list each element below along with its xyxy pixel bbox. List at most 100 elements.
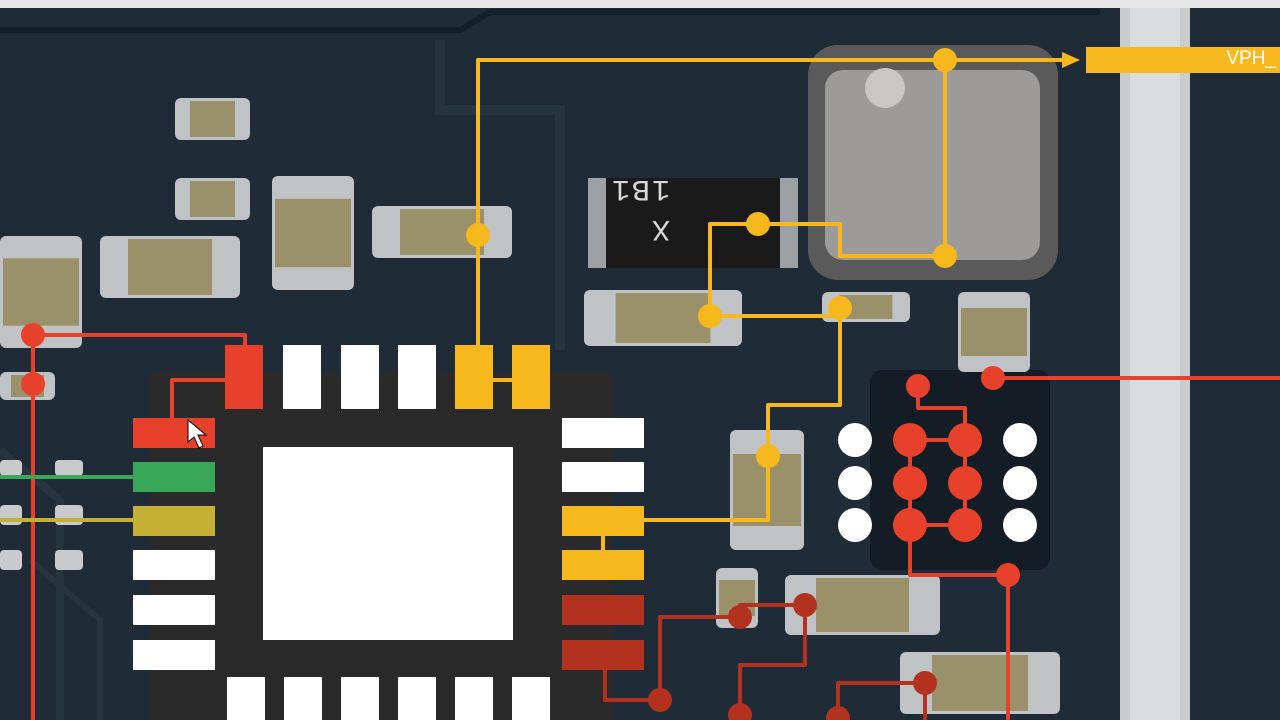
bga-ball xyxy=(948,423,982,457)
ic-pad xyxy=(341,345,379,409)
shield-rail-highlight xyxy=(1130,8,1180,720)
smd-component xyxy=(0,236,82,348)
bga-ball xyxy=(1003,508,1037,542)
net-junction-dot xyxy=(826,706,850,720)
inductor-top xyxy=(825,70,1040,260)
bga-ball xyxy=(893,423,927,457)
bga-balls xyxy=(838,423,1037,542)
component-body xyxy=(3,258,79,326)
ic-pad xyxy=(133,595,215,625)
component-body xyxy=(932,655,1028,711)
component-body xyxy=(275,198,351,268)
ic-pad xyxy=(283,345,321,409)
vph-net-label: VPH_ xyxy=(1226,48,1276,69)
bga-ball xyxy=(893,508,927,542)
smd-pad xyxy=(55,550,83,570)
diode-chip xyxy=(588,178,798,268)
smd-pad xyxy=(0,460,22,476)
smd-component xyxy=(372,206,512,258)
vph-net-bar xyxy=(1086,47,1280,73)
bga-ball xyxy=(838,466,872,500)
component-body xyxy=(190,101,235,137)
component-body xyxy=(961,308,1027,356)
diode-marking: X 1B1 xyxy=(609,171,670,245)
copper-trace xyxy=(435,40,565,350)
smd-component xyxy=(175,98,250,140)
ic-pad xyxy=(562,550,644,580)
component-body xyxy=(128,239,212,295)
ic-pad xyxy=(562,462,644,492)
net-junctions xyxy=(21,48,1020,720)
ic-pad xyxy=(225,345,263,409)
net-junction-dot xyxy=(981,366,1005,390)
net-junction-dot xyxy=(828,296,852,320)
ic-pad xyxy=(133,462,215,492)
smd-pad xyxy=(55,460,83,476)
vph-arrow-icon xyxy=(1062,52,1080,68)
diode-terminal xyxy=(588,178,606,268)
net-trace xyxy=(642,308,842,522)
smd-component xyxy=(100,236,240,298)
smd-component xyxy=(272,176,354,290)
ic-pad xyxy=(562,640,644,670)
board-right-strip xyxy=(1190,8,1280,720)
copper-trace xyxy=(28,557,103,720)
net-junction-dot xyxy=(21,323,45,347)
ic-pad xyxy=(455,345,493,409)
ic-pad xyxy=(227,677,265,720)
net-junction-dot xyxy=(728,703,752,720)
smd-pad xyxy=(0,550,22,570)
bga-ball xyxy=(948,466,982,500)
bga-ball xyxy=(948,508,982,542)
mouse-cursor-icon xyxy=(187,418,208,449)
ic-pad xyxy=(512,345,550,409)
net-junction-dot xyxy=(21,372,45,396)
net-junction-dot xyxy=(933,244,957,268)
ic-pad xyxy=(455,677,493,720)
ic-pad xyxy=(133,506,215,536)
ic-pad xyxy=(133,550,215,580)
smd-component xyxy=(584,290,742,346)
net-trace xyxy=(476,58,1062,380)
smd-component xyxy=(785,575,940,635)
ic-pad xyxy=(512,677,550,720)
ic-pad xyxy=(398,345,436,409)
window-top-edge xyxy=(0,0,1280,8)
net-junction-dot xyxy=(793,593,817,617)
component-body xyxy=(615,293,711,343)
smd-component xyxy=(900,652,1060,714)
pmic-thermal-pad xyxy=(263,447,513,640)
net-junction-dot xyxy=(466,223,490,247)
ic-pad xyxy=(341,677,379,720)
ic-pad xyxy=(398,677,436,720)
ic-pad xyxy=(562,595,644,625)
net-trace xyxy=(836,681,927,720)
bga-ball xyxy=(1003,423,1037,457)
net-junction-dot xyxy=(756,444,780,468)
board-edge-trace xyxy=(0,9,1100,33)
net-trace xyxy=(908,525,1010,720)
bga-ball xyxy=(1003,466,1037,500)
smd-component xyxy=(958,292,1030,372)
component-body xyxy=(816,578,909,632)
net-junction-dot xyxy=(746,212,770,236)
ic-pad xyxy=(562,506,644,536)
net-junction-dot xyxy=(913,671,937,695)
net-trace xyxy=(708,60,947,318)
ic-pad xyxy=(562,418,644,448)
net-junction-dot xyxy=(728,605,752,629)
ic-pads xyxy=(133,345,644,720)
net-junction-dot xyxy=(906,374,930,398)
net-trace xyxy=(170,378,232,432)
net-junction-dot xyxy=(648,688,672,712)
ic-pad xyxy=(284,677,322,720)
inductor-mark xyxy=(865,68,905,108)
net-junction-dot xyxy=(996,563,1020,587)
net-junction-dot xyxy=(698,304,722,328)
bga-ball xyxy=(838,423,872,457)
component-body xyxy=(190,181,235,217)
ic-pad xyxy=(133,640,215,670)
net-junction-dot xyxy=(933,48,957,72)
